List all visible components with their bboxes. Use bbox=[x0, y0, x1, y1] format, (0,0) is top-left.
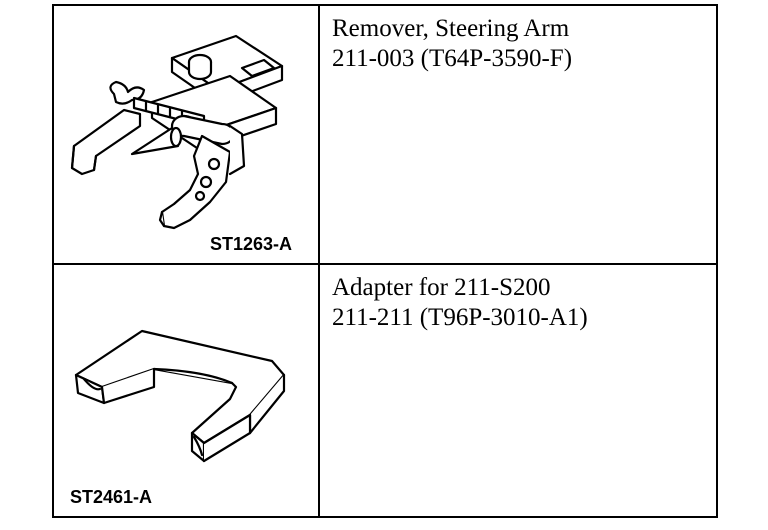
row-divider bbox=[54, 263, 716, 265]
art-reference-label: ST1263-A bbox=[210, 234, 293, 254]
art-reference-label: ST2461-A bbox=[70, 487, 153, 507]
tool-part-number: 211-211 (T96P-3010-A1) bbox=[332, 304, 588, 331]
steering-arm-remover-icon bbox=[70, 34, 284, 230]
adapter-bracket-icon bbox=[74, 329, 286, 463]
tool-illustration-cell: ST1263-A bbox=[54, 6, 318, 261]
tool-name: Remover, Steering Arm bbox=[332, 15, 570, 42]
tool-name: Adapter for 211-S200 bbox=[332, 274, 551, 301]
tool-table: ST1263-A Remover, Steering Arm 211-003 (… bbox=[52, 4, 718, 518]
tool-description-cell: Adapter for 211-S200 211-211 (T96P-3010-… bbox=[320, 273, 716, 333]
tool-part-number: 211-003 (T64P-3590-F) bbox=[332, 45, 573, 72]
column-divider bbox=[318, 6, 320, 516]
tool-illustration-cell: ST2461-A bbox=[54, 265, 318, 518]
tool-description-cell: Remover, Steering Arm 211-003 (T64P-3590… bbox=[320, 14, 716, 74]
